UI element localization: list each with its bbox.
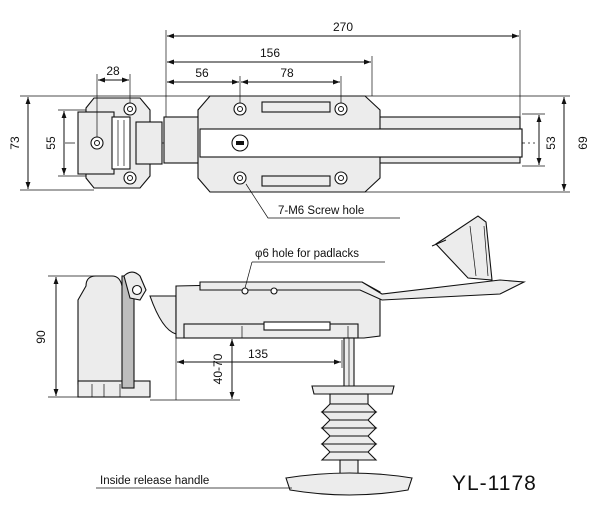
keeper-side [77, 271, 151, 398]
padlock-hole-icon [241, 287, 249, 295]
side-view: φ6 hole for padlacks 90 [34, 215, 537, 496]
screw-hole-icon [334, 171, 348, 185]
bellows-icon [320, 403, 378, 461]
screw-hole-icon [123, 171, 137, 185]
dim-handle-span: 156 [260, 46, 280, 60]
screw-hole-label: 7-M6 Screw hole [278, 205, 364, 217]
dim-inner-height-right: 53 [544, 136, 558, 150]
padlock-hole-label: φ6 hole for padlacks [255, 248, 359, 260]
lock-cylinder-icon [231, 134, 249, 152]
dim-outer-height-right: 69 [576, 136, 590, 150]
dim-side-span: 135 [248, 347, 268, 361]
model-number: YL-1178 [452, 472, 537, 495]
keeper-block [77, 97, 163, 189]
screw-hole-icon [334, 102, 348, 116]
latch-body [163, 95, 523, 193]
top-view: 270 156 28 56 78 73 55 53 69 [8, 20, 590, 219]
dim-side-height: 90 [34, 330, 48, 344]
release-mechanism [285, 337, 413, 496]
dim-hole-pitch: 78 [280, 66, 294, 80]
latch-body-side [149, 215, 527, 339]
screw-hole-icon [90, 136, 104, 150]
release-handle-knob [285, 472, 413, 496]
dim-inner-height-left: 55 [44, 136, 58, 150]
dim-hinge-width: 28 [106, 64, 120, 78]
padlock-hole-icon [270, 287, 278, 295]
dim-offset: 56 [195, 66, 209, 80]
screw-hole-icon [233, 171, 247, 185]
screw-hole-icon [233, 102, 247, 116]
dim-total-length: 270 [333, 20, 353, 34]
dim-door-range: 40-70 [211, 353, 225, 384]
release-handle-label: Inside release handle [100, 475, 209, 487]
dim-outer-height-left: 73 [8, 136, 22, 150]
screw-hole-icon [123, 102, 137, 116]
